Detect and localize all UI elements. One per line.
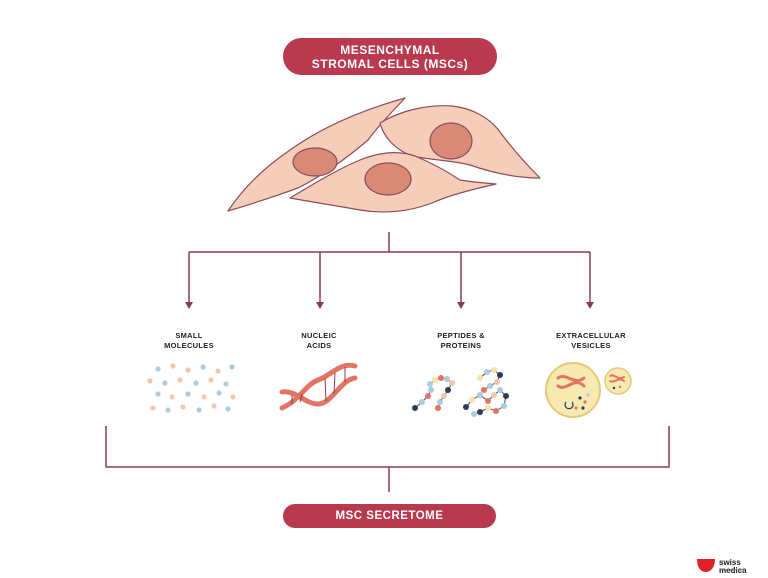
label-nucleic-acids: NUCLEIC ACIDS xyxy=(259,331,379,351)
small-molecules-icon xyxy=(147,363,236,413)
header-line-1: MESENCHYMAL xyxy=(340,43,440,57)
label-extracellular-vesicles: EXTRACELLULAR VESICLES xyxy=(531,331,651,351)
label-peptides-proteins: PEPTIDES & PROTEINS xyxy=(401,331,521,351)
label-small-molecules-line-2: MOLECULES xyxy=(164,341,214,350)
label-small-molecules: SMALL MOLECULES xyxy=(129,331,249,351)
label-nucleic-acids-line-1: NUCLEIC xyxy=(301,331,337,340)
msc-secretome-pill: MSC SECRETOME xyxy=(283,504,496,528)
nucleus-middle xyxy=(364,162,412,196)
label-small-molecules-line-1: SMALL xyxy=(175,331,203,340)
label-extracellular-vesicles-line-2: VESICLES xyxy=(571,341,611,350)
bottom-bracket xyxy=(105,426,670,492)
nucleus-right xyxy=(429,122,473,160)
arrowheads xyxy=(185,302,594,309)
brand-name: swiss medica xyxy=(719,558,747,575)
brand-tagline: XXI century S.A. xyxy=(719,568,745,572)
nucleus-left xyxy=(292,147,338,177)
branch-connectors xyxy=(188,232,591,303)
nucleic-acid-dna-icon xyxy=(279,362,358,411)
extracellular-vesicles-icon xyxy=(545,362,632,418)
peptides-proteins-icon xyxy=(412,367,509,417)
header-pill: MESENCHYMAL STROMAL CELLS (MSCs) xyxy=(283,38,497,75)
label-extracellular-vesicles-line-1: EXTRACELLULAR xyxy=(556,331,626,340)
swiss-medica-logo-icon xyxy=(697,559,715,572)
label-nucleic-acids-line-2: ACIDS xyxy=(306,341,332,350)
header-line-2: STROMAL CELLS (MSCs) xyxy=(311,57,469,71)
msc-cells-illustration xyxy=(227,97,541,213)
label-peptides-proteins-line-1: PEPTIDES & xyxy=(437,331,485,340)
label-peptides-proteins-line-2: PROTEINS xyxy=(440,341,482,350)
